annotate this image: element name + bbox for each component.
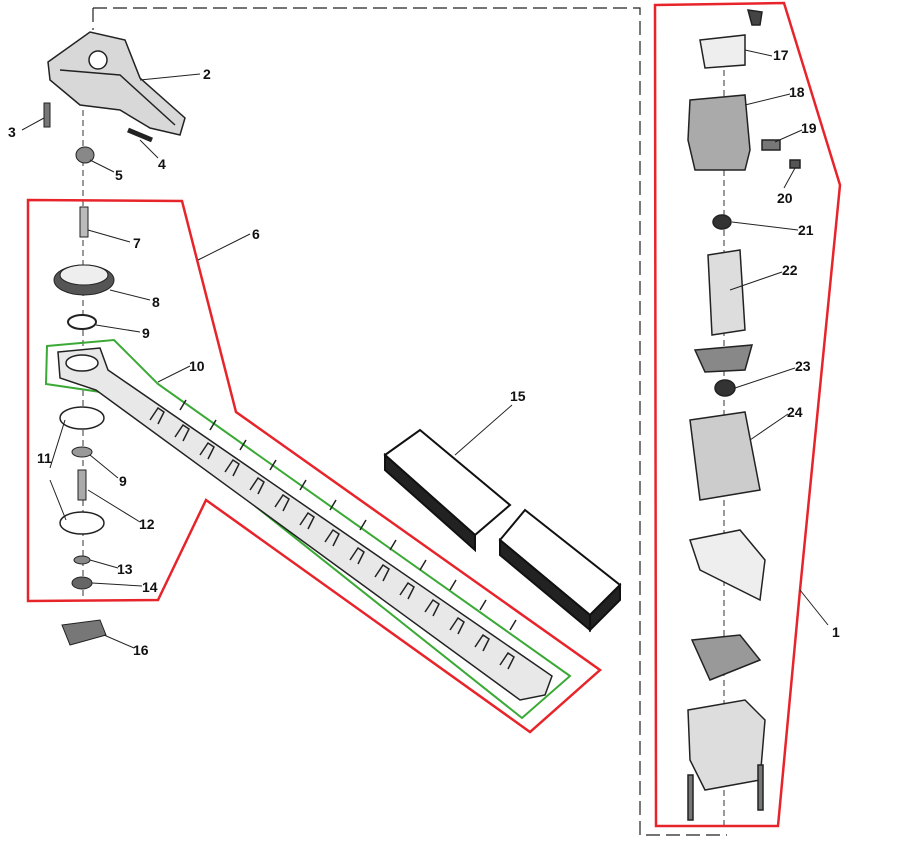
motor-screw-left [687, 774, 694, 821]
part-15-blade-cover [383, 428, 622, 633]
part-label-11: 11 [37, 450, 52, 466]
part-label-2: 2 [203, 66, 211, 82]
part-20-spring [789, 159, 801, 169]
part-label-9: 9 [142, 325, 150, 341]
part-label-14: 14 [142, 579, 158, 595]
motor-screw-right [757, 764, 764, 811]
part-label-9b: 9 [119, 473, 127, 489]
part-label-19: 19 [801, 120, 817, 136]
part-11-plate-top [59, 406, 105, 430]
part-label-12: 12 [139, 516, 155, 532]
part-label-5: 5 [115, 167, 123, 183]
part-14-nut [71, 576, 93, 590]
part-label-18: 18 [789, 84, 805, 100]
part-18-brush-holder [687, 94, 751, 171]
motor-parts [687, 9, 801, 821]
part-16-clip [61, 619, 107, 646]
part-label-16: 16 [133, 642, 149, 658]
part-label-10: 10 [189, 358, 205, 374]
dashed-connector-line [92, 7, 727, 836]
part-label-8: 8 [152, 294, 160, 310]
part-label-24: 24 [787, 404, 803, 420]
part-4-pin [127, 127, 153, 143]
part-label-1: 1 [832, 624, 840, 640]
key-icon [746, 9, 763, 26]
part-label-20: 20 [777, 190, 793, 206]
part-label-6: 6 [252, 226, 260, 242]
gearbox-assembly-outline [26, 198, 603, 734]
part-23-bearing [714, 379, 736, 397]
part-21-bearing [712, 214, 732, 230]
part-label-23: 23 [795, 358, 811, 374]
part-3-pin [43, 102, 51, 128]
part-10-blade [57, 347, 553, 701]
leader-lines [21, 49, 829, 649]
part-11-plate-bottom [59, 511, 105, 535]
motor-clamp [689, 529, 766, 602]
part-7-shaft [79, 206, 89, 238]
part-label-7: 7 [133, 235, 141, 251]
part-label-3: 3 [8, 124, 16, 140]
part-label-13: 13 [117, 561, 133, 577]
part-9b-washer [71, 446, 93, 458]
part-13-washer [73, 555, 91, 565]
part-label-17: 17 [773, 47, 789, 63]
motor-bracket [690, 634, 762, 681]
part-9-washer [67, 314, 97, 330]
part-housing [47, 31, 186, 136]
part-5-nut [75, 146, 95, 164]
part-24-stator [689, 411, 761, 501]
part-17-cap [699, 34, 746, 69]
blade-outline [44, 338, 572, 720]
motor-housing-base [687, 699, 766, 791]
part-label-22: 22 [782, 262, 798, 278]
part-label-4: 4 [158, 156, 166, 172]
part-12-pin [77, 469, 87, 501]
part-22-armature [707, 249, 746, 336]
part-label-21: 21 [798, 222, 814, 238]
part-label-15: 15 [510, 388, 526, 404]
part-19-brush [761, 139, 781, 151]
